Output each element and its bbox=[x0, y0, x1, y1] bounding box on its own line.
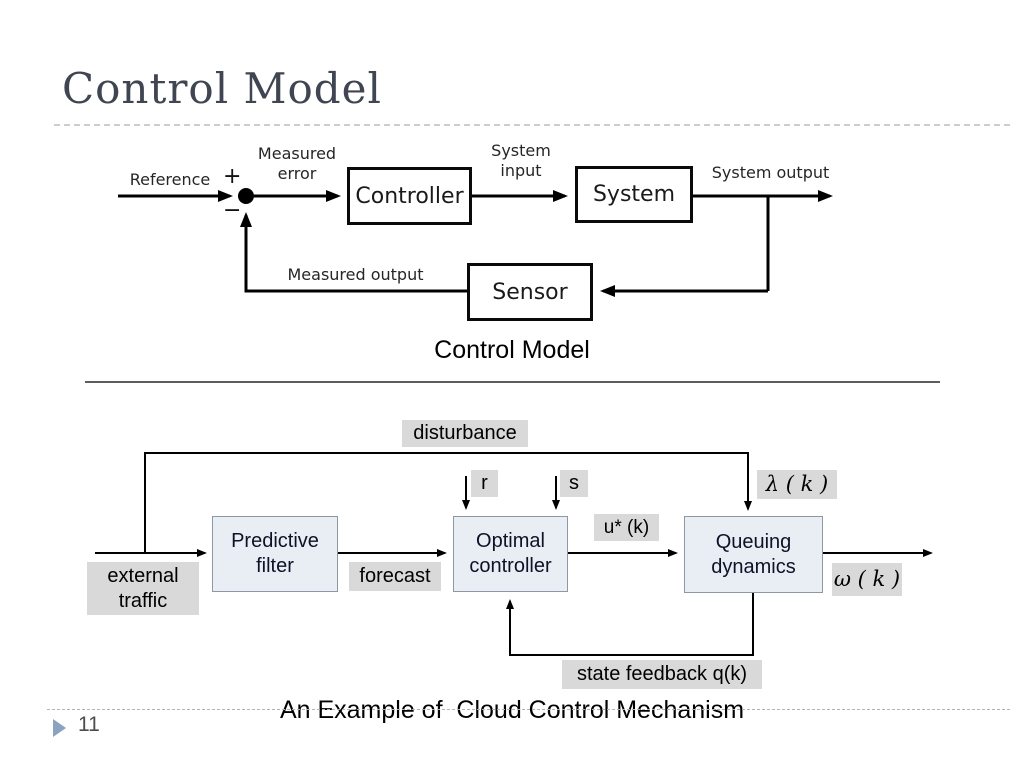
sensor-to-junction-arrow bbox=[240, 212, 467, 293]
forecast-label: forecast bbox=[349, 562, 441, 591]
s-label: s bbox=[560, 470, 588, 497]
minus-sign: − bbox=[223, 198, 242, 223]
lambda-k-label: λ ( k ) bbox=[757, 470, 837, 499]
optimal-controller-block: Optimal controller bbox=[453, 516, 568, 592]
title-divider bbox=[54, 124, 1010, 126]
optimal-controller-line2: controller bbox=[469, 555, 552, 577]
bullet-triangle-icon bbox=[53, 719, 66, 737]
queuing-dynamics-line1: Queuing bbox=[715, 530, 792, 553]
r-label: r bbox=[471, 470, 498, 497]
queuing-dynamics-line2: dynamics bbox=[711, 555, 796, 578]
sensor-block: Sensor bbox=[467, 263, 593, 321]
system-block: System bbox=[575, 166, 693, 223]
reference-label: Reference bbox=[129, 170, 211, 189]
top-diagram-caption: Control Model bbox=[434, 336, 590, 364]
controller-label: Controller bbox=[355, 183, 464, 209]
external-traffic-label: external traffic bbox=[87, 562, 199, 615]
measured-output-label: Measured output bbox=[287, 265, 424, 284]
system-input-label: System input bbox=[476, 141, 566, 181]
controller-block: Controller bbox=[347, 167, 472, 225]
control-loop-lines bbox=[118, 188, 833, 297]
disturbance-label: disturbance bbox=[402, 420, 528, 447]
external-traffic-line2: traffic bbox=[118, 589, 168, 612]
predictive-filter-block: Predictive filter bbox=[212, 516, 338, 592]
section-divider bbox=[85, 381, 940, 383]
summing-junction bbox=[238, 188, 254, 204]
external-traffic-line1: external bbox=[107, 564, 179, 587]
system-label: System bbox=[592, 182, 676, 207]
u-star-k-label: u* (k) bbox=[594, 514, 659, 541]
queuing-dynamics-block: Queuing dynamics bbox=[684, 516, 823, 593]
state-feedback-arrow bbox=[506, 593, 754, 656]
page-title: Control Model bbox=[62, 64, 382, 113]
page-number: 11 bbox=[78, 713, 100, 736]
bottom-diagram-caption: An Example of Cloud Control Mechanism bbox=[279, 696, 745, 724]
sensor-label: Sensor bbox=[492, 279, 568, 305]
predictive-filter-line1: Predictive bbox=[231, 530, 319, 552]
optimal-controller-line1: Optimal bbox=[476, 530, 545, 552]
predictive-filter-line2: filter bbox=[256, 555, 294, 577]
system-input-line2: input bbox=[500, 161, 542, 180]
system-output-label: System output bbox=[711, 163, 830, 182]
omega-k-label: ω ( k ) bbox=[832, 563, 902, 596]
system-input-line1: System bbox=[491, 141, 551, 160]
state-feedback-label: state feedback q(k) bbox=[562, 660, 762, 689]
cloud-control-lines bbox=[95, 452, 933, 656]
measured-error-line1: Measured bbox=[257, 144, 337, 163]
bottom-divider bbox=[47, 709, 1010, 710]
measured-error-label: Measured error bbox=[252, 144, 342, 184]
plus-sign: + bbox=[223, 164, 242, 189]
measured-error-line2: error bbox=[277, 164, 317, 183]
disturbance-arrow bbox=[144, 452, 752, 553]
